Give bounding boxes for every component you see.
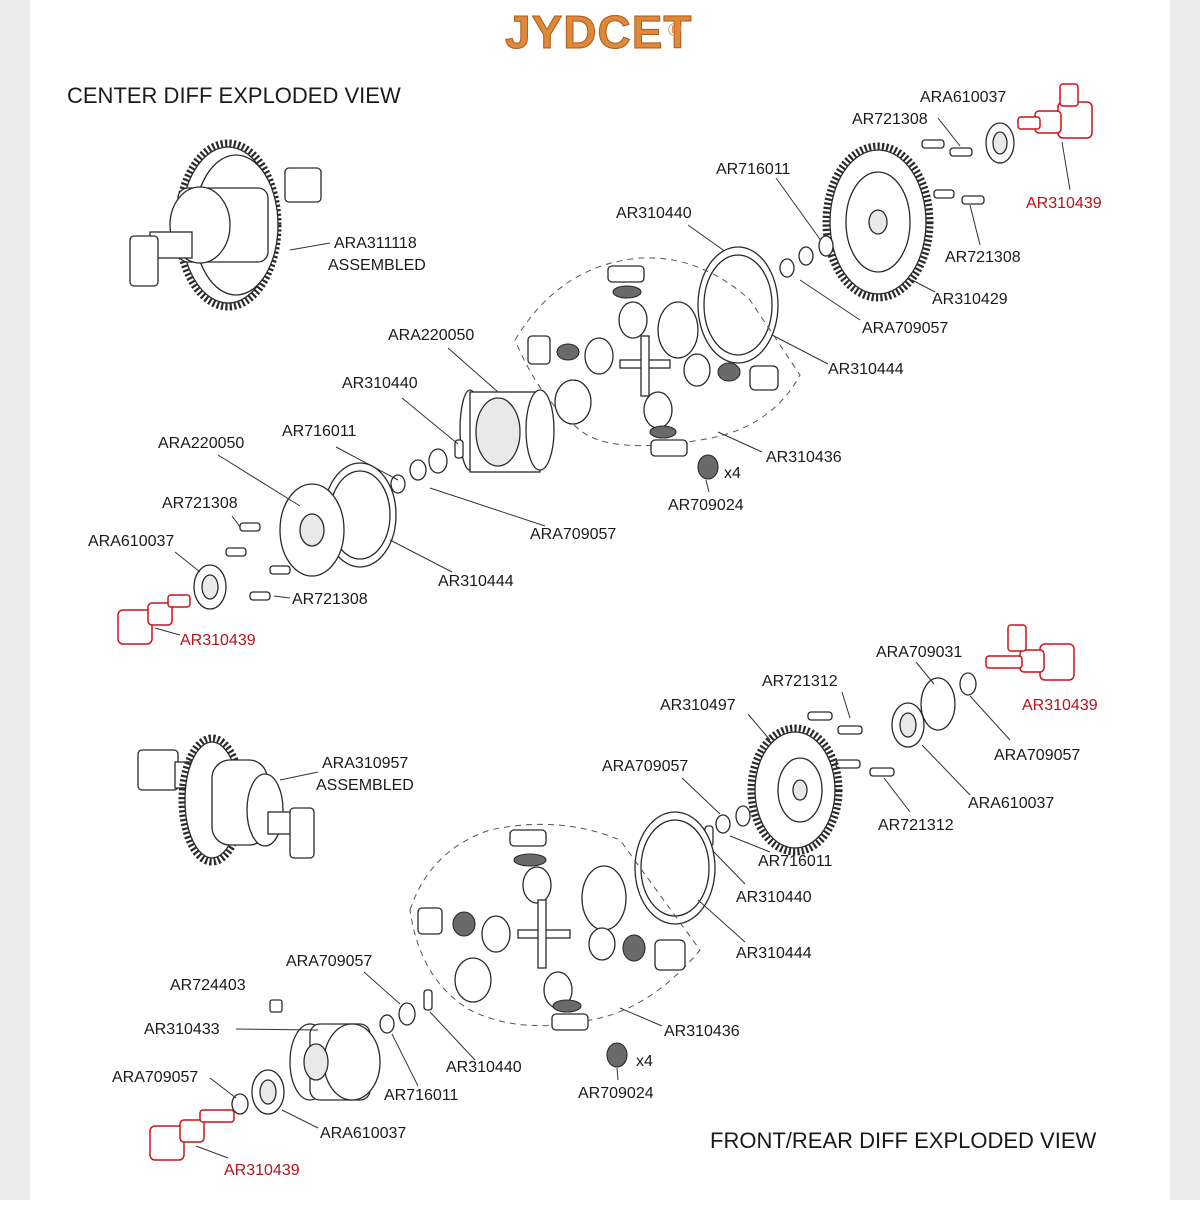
label-ar716011: AR716011 — [716, 161, 791, 178]
label-assembled: ASSEMBLED — [328, 257, 426, 274]
left-border — [0, 0, 30, 1200]
label-assembled: ASSEMBLED — [316, 777, 414, 794]
label-ara709057: ARA709057 — [530, 526, 616, 543]
label-ar721312: AR721312 — [762, 673, 838, 690]
label-ar310497: AR310497 — [660, 697, 736, 714]
label-quantity-x4: x4 — [724, 465, 741, 482]
output-cup-mid-right — [985, 624, 1075, 681]
label-ara610037: ARA610037 — [88, 533, 174, 550]
washer-fr-left-2 — [379, 1014, 395, 1034]
label-ar310440: AR310440 — [446, 1059, 522, 1076]
label-ara709031: ARA709031 — [876, 644, 962, 661]
washer-top-3 — [779, 258, 795, 278]
label-ara220050: ARA220050 — [388, 327, 474, 344]
label-ar716011: AR716011 — [758, 853, 833, 870]
label-ar721308: AR721308 — [162, 495, 238, 512]
label-ara709057: ARA709057 — [862, 320, 948, 337]
label-ar721308: AR721308 — [852, 111, 928, 128]
label-ar310433: AR310433 — [144, 1021, 220, 1038]
pin-mid — [454, 439, 464, 459]
front-rear-internal-gears-group — [409, 823, 701, 1027]
ring-gear — [747, 724, 843, 856]
label-ara709057: ARA709057 — [994, 747, 1080, 764]
label-ar310439: AR310439 — [224, 1162, 300, 1179]
label-ar310436: AR310436 — [766, 449, 842, 466]
label-ara311118: ARA311118 — [334, 235, 417, 252]
label-ar709024: AR709024 — [578, 1085, 654, 1102]
washer-fr-left-3 — [231, 1093, 249, 1115]
label-ar721308: AR721308 — [292, 591, 368, 608]
label-ar310444: AR310444 — [828, 361, 904, 378]
gasket-top — [697, 246, 779, 364]
label-ar721312: AR721312 — [878, 817, 954, 834]
output-cup-left — [117, 594, 191, 645]
label-ar721308: AR721308 — [945, 249, 1021, 266]
part-labels: ARA610037 AR721308 AR310439 AR716011 AR7… — [88, 89, 1102, 1179]
label-ar716011: AR716011 — [384, 1087, 459, 1104]
washer-top-1 — [818, 235, 834, 257]
output-cup-top-right — [1017, 83, 1093, 139]
output-cup-bottom-left — [149, 1109, 235, 1161]
center-internal-gears-group — [514, 257, 801, 447]
diff-case-top — [459, 389, 555, 473]
center-internal-gears — [527, 265, 779, 457]
front-rear-internal-gears — [417, 829, 686, 1031]
label-ar724403: AR724403 — [170, 977, 246, 994]
thrust-washer-fr — [606, 1042, 628, 1068]
pins-left — [225, 522, 291, 601]
spur-gear-top — [822, 142, 934, 302]
right-border — [1170, 0, 1200, 1200]
washer-mid-2 — [409, 459, 427, 481]
label-ar716011: AR716011 — [282, 423, 357, 440]
front-rear-diff-title: FRONT/REAR DIFF EXPLODED VIEW — [710, 1128, 1096, 1153]
front-rear-diff-assembled — [137, 734, 315, 866]
pins-fr-right — [807, 711, 895, 777]
pin-fr-left — [423, 989, 433, 1011]
diff-cap-mid — [279, 483, 345, 577]
label-ara610037: ARA610037 — [920, 89, 1006, 106]
gasket-front-rear — [634, 811, 716, 925]
washer-fr-2 — [715, 814, 731, 834]
thrust-washer-top — [697, 454, 719, 480]
washer-fr-right — [959, 672, 977, 696]
label-ar310444: AR310444 — [438, 573, 514, 590]
label-ar310429: AR310429 — [932, 291, 1008, 308]
label-ar310439: AR310439 — [180, 632, 256, 649]
center-diff-title: CENTER DIFF EXPLODED VIEW — [67, 83, 401, 108]
center-diff-assembled — [129, 139, 322, 311]
brand-logo: JYDCET ® — [505, 6, 692, 59]
label-ar310439: AR310439 — [1026, 195, 1102, 212]
shim-fr-right — [920, 677, 956, 731]
label-ara610037: ARA610037 — [320, 1125, 406, 1142]
label-ar310440: AR310440 — [736, 889, 812, 906]
label-ar709024: AR709024 — [668, 497, 744, 514]
washer-fr-left-1 — [398, 1002, 416, 1026]
brand-registered-mark: ® — [668, 20, 681, 40]
label-ar310444: AR310444 — [736, 945, 812, 962]
label-ara709057: ARA709057 — [286, 953, 372, 970]
pins-top-right — [921, 139, 985, 205]
washer-top-2 — [798, 246, 814, 266]
label-ara310957: ARA310957 — [322, 755, 408, 772]
label-ara610037: ARA610037 — [968, 795, 1054, 812]
diff-housing-front-rear — [289, 1023, 381, 1101]
washer-mid-3 — [390, 474, 406, 494]
label-quantity-x4: x4 — [636, 1053, 653, 1070]
label-ar310436: AR310436 — [664, 1023, 740, 1040]
label-ar310440: AR310440 — [342, 375, 418, 392]
brand-name: JYDCET — [505, 6, 692, 58]
label-ara220050: ARA220050 — [158, 435, 244, 452]
set-screw — [269, 999, 283, 1013]
label-ar310439: AR310439 — [1022, 697, 1098, 714]
washer-mid-1 — [428, 448, 448, 474]
label-ara709057: ARA709057 — [602, 758, 688, 775]
label-ara709057: ARA709057 — [112, 1069, 198, 1086]
label-ar310440: AR310440 — [616, 205, 692, 222]
washer-fr-1 — [735, 805, 751, 827]
